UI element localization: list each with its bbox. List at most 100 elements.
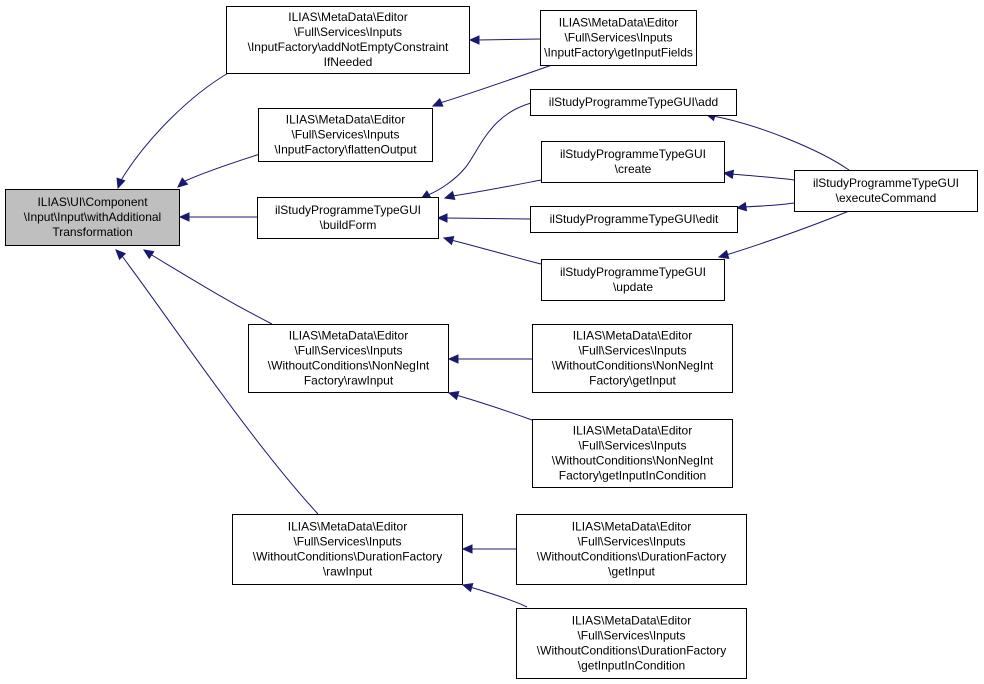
node-box bbox=[530, 206, 738, 233]
edge-line bbox=[119, 71, 231, 183]
arrowhead-icon bbox=[177, 177, 189, 188]
edge-sp_update-to-sp_buildform bbox=[442, 236, 542, 265]
edge-line bbox=[730, 173, 795, 181]
node-sp_execute[interactable]: ilStudyProgrammeTypeGUI\executeCommand bbox=[794, 170, 978, 212]
edge-nonneg_raw-to-root bbox=[142, 249, 273, 325]
edge-line bbox=[451, 179, 542, 197]
node-label-line: \Full\Services\Inputs bbox=[577, 629, 685, 643]
node-box bbox=[5, 189, 180, 246]
arrowhead-icon bbox=[436, 213, 448, 223]
node-label-line: \WithoutConditions\DurationFactory bbox=[253, 550, 442, 564]
edge-sp_buildform-to-root bbox=[178, 212, 257, 222]
edge-sp_execute-to-sp_update bbox=[717, 210, 850, 259]
node-label-line: \executeCommand bbox=[836, 191, 937, 205]
node-box bbox=[540, 10, 697, 66]
node-root[interactable]: ILIAS\UI\Component\Input\Input\withAddit… bbox=[5, 189, 180, 246]
edge-sp_create-to-sp_buildform bbox=[443, 179, 542, 200]
node-label-line: \getInputInCondition bbox=[578, 659, 685, 673]
node-box bbox=[794, 170, 978, 212]
node-label-line: ILIAS\MetaData\Editor bbox=[288, 520, 407, 534]
node-label-line: ILIAS\MetaData\Editor bbox=[289, 329, 408, 343]
node-sp_create[interactable]: ilStudyProgrammeTypeGUI\create bbox=[541, 141, 725, 183]
edge-line bbox=[184, 153, 261, 182]
node-box bbox=[516, 608, 747, 679]
node-nonneg_getcond[interactable]: ILIAS\MetaData\Editor\Full\Services\Inpu… bbox=[532, 419, 733, 488]
node-label-line: ilStudyProgrammeTypeGUI bbox=[560, 265, 706, 279]
node-label-line: \WithoutConditions\DurationFactory bbox=[537, 644, 726, 658]
node-nonneg_raw[interactable]: ILIAS\MetaData\Editor\Full\Services\Inpu… bbox=[248, 324, 449, 393]
node-label-line: ILIAS\MetaData\Editor bbox=[573, 329, 692, 343]
node-getinputfields[interactable]: ILIAS\MetaData\Editor\Full\Services\Inpu… bbox=[540, 10, 697, 66]
arrowhead-icon bbox=[178, 212, 190, 222]
node-duration_get[interactable]: ILIAS\MetaData\Editor\Full\Services\Inpu… bbox=[516, 514, 747, 585]
node-label-line: ILIAS\MetaData\Editor bbox=[573, 424, 692, 438]
edge-flattenoutput-to-root bbox=[177, 153, 261, 188]
nodes-layer: ILIAS\UI\Component\Input\Input\withAddit… bbox=[5, 6, 978, 679]
node-label-line: \getInput bbox=[608, 565, 655, 579]
arrowhead-icon bbox=[447, 391, 460, 401]
node-label-line: ILIAS\MetaData\Editor bbox=[286, 113, 405, 127]
edge-sp_edit-to-sp_buildform bbox=[436, 213, 531, 223]
arrowhead-icon bbox=[431, 97, 444, 107]
node-box bbox=[232, 514, 463, 585]
node-box bbox=[532, 419, 733, 488]
arrowhead-icon bbox=[442, 236, 455, 246]
node-box bbox=[541, 141, 725, 183]
node-nonneg_get[interactable]: ILIAS\MetaData\Editor\Full\Services\Inpu… bbox=[532, 324, 733, 393]
node-duration_raw[interactable]: ILIAS\MetaData\Editor\Full\Services\Inpu… bbox=[232, 514, 463, 585]
edge-line bbox=[725, 210, 850, 256]
node-label-line: \Full\Services\Inputs bbox=[291, 128, 399, 142]
node-box bbox=[258, 108, 433, 162]
node-label-line: \InputFactory\flattenOutput bbox=[274, 143, 417, 157]
node-addnotempty[interactable]: ILIAS\MetaData\Editor\Full\Services\Inpu… bbox=[226, 6, 470, 74]
node-label-line: \update bbox=[613, 280, 653, 294]
node-label-line: ilStudyProgrammeTypeGUI\edit bbox=[550, 212, 719, 226]
node-sp_buildform[interactable]: ilStudyProgrammeTypeGUI\buildForm bbox=[257, 197, 439, 239]
edge-sp_execute-to-sp_add bbox=[704, 112, 850, 171]
arrowhead-icon bbox=[717, 249, 730, 259]
node-label-line: \Input\Input\withAdditional bbox=[24, 210, 161, 224]
edge-line bbox=[427, 100, 541, 196]
node-label-line: ilStudyProgrammeTypeGUI bbox=[560, 147, 706, 161]
edge-line bbox=[743, 202, 795, 208]
node-sp_update[interactable]: ilStudyProgrammeTypeGUI\update bbox=[541, 259, 725, 301]
node-box bbox=[226, 6, 470, 74]
edge-nonneg_getcond-to-nonneg_raw bbox=[447, 391, 533, 421]
node-label-line: ilStudyProgrammeTypeGUI\add bbox=[549, 95, 718, 109]
arrowhead-icon bbox=[115, 249, 127, 261]
arrowhead-icon bbox=[722, 169, 735, 180]
arrowhead-icon bbox=[142, 249, 155, 260]
node-label-line: \WithoutConditions\NonNegInt bbox=[552, 454, 714, 468]
edge-getinputfields-to-addnotempty bbox=[468, 35, 541, 45]
edge-nonneg_get-to-nonneg_raw bbox=[447, 354, 532, 364]
node-label-line: \Full\Services\Inputs bbox=[294, 344, 402, 358]
edge-line bbox=[712, 115, 850, 171]
edge-sp_execute-to-sp_edit bbox=[735, 201, 795, 212]
node-label-line: Factory\rawInput bbox=[304, 374, 394, 388]
node-label-line: \rawInput bbox=[323, 565, 373, 579]
edge-line bbox=[439, 64, 553, 104]
node-sp_add[interactable]: ilStudyProgrammeTypeGUI\add bbox=[530, 89, 737, 116]
node-sp_edit[interactable]: ilStudyProgrammeTypeGUI\edit bbox=[530, 206, 738, 233]
node-duration_getcond[interactable]: ILIAS\MetaData\Editor\Full\Services\Inpu… bbox=[516, 608, 747, 679]
edge-line bbox=[476, 38, 541, 41]
node-flattenoutput[interactable]: ILIAS\MetaData\Editor\Full\Services\Inpu… bbox=[258, 108, 433, 162]
edge-line bbox=[121, 255, 319, 515]
node-label-line: Factory\getInput bbox=[589, 374, 676, 388]
node-label-line: ILIAS\UI\Component bbox=[37, 195, 148, 209]
node-label-line: \Full\Services\Inputs bbox=[578, 344, 686, 358]
arrowhead-icon bbox=[461, 544, 473, 554]
node-label-line: \InputFactory\getInputFields bbox=[544, 46, 693, 60]
node-box bbox=[541, 259, 725, 301]
node-label-line: \WithoutConditions\NonNegInt bbox=[268, 359, 430, 373]
node-label-line: \InputFactory\addNotEmptyConstraint bbox=[248, 40, 449, 54]
node-box bbox=[257, 197, 439, 239]
node-label-line: \Full\Services\Inputs bbox=[578, 439, 686, 453]
arrowhead-icon bbox=[468, 35, 480, 45]
edge-duration_get-to-duration_raw bbox=[461, 544, 516, 554]
node-label-line: ilStudyProgrammeTypeGUI bbox=[813, 176, 959, 190]
node-label-line: \Full\Services\Inputs bbox=[564, 31, 672, 45]
node-label-line: \Full\Services\Inputs bbox=[293, 535, 401, 549]
edge-duration_raw-to-root bbox=[115, 249, 319, 515]
